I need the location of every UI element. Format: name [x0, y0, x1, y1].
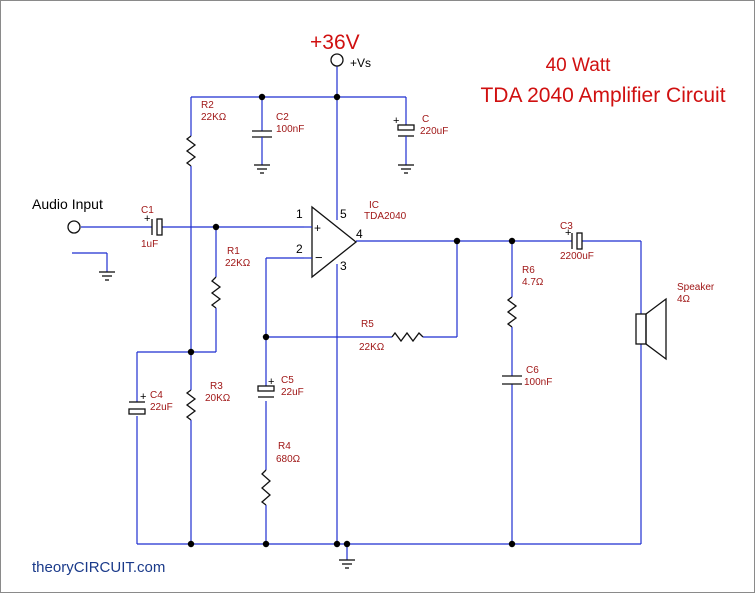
- r1-value-label: 22KΩ: [225, 258, 251, 269]
- supply-terminal: [330, 53, 344, 67]
- pin-1-label: 1: [296, 207, 303, 221]
- c4-ref-label: C4: [150, 390, 163, 401]
- speaker-icon: [635, 297, 667, 361]
- ground-symbol: [99, 271, 115, 281]
- brand-prefix: theory: [32, 559, 74, 576]
- resistor-r3: [185, 389, 197, 421]
- r5-ref-label: R5: [361, 319, 374, 330]
- r2-value-label: 22KΩ: [201, 112, 227, 123]
- c5-ref-label: C5: [281, 375, 294, 386]
- c4-value-label: 22uF: [150, 402, 173, 413]
- title-line-2: TDA 2040 Amplifier Circuit: [480, 84, 725, 107]
- capacitor-c3: +: [565, 227, 583, 250]
- r3-ref-label: R3: [210, 381, 223, 392]
- polarity-mark: +: [268, 376, 274, 388]
- audio-input-terminal: [67, 220, 81, 234]
- pin-2-label: 2: [296, 242, 303, 256]
- ic-ref-label: IC: [369, 200, 379, 211]
- capacitor-c4: +: [128, 391, 146, 415]
- brand-logo: theoryCIRCUIT.com: [32, 559, 165, 576]
- c2-ref-label: C2: [276, 112, 289, 123]
- capacitor-c2: [252, 130, 272, 165]
- noninverting-sign: +: [314, 221, 321, 235]
- supply-voltage-label: +36V: [310, 31, 360, 54]
- pin-3-label: 3: [340, 259, 347, 273]
- title-line-1: 40 Watt: [546, 55, 611, 76]
- inverting-sign: −: [315, 250, 323, 265]
- resistor-r5: [391, 331, 424, 343]
- c-value-label: 220uF: [420, 126, 448, 137]
- r4-ref-label: R4: [278, 441, 291, 452]
- opamp-tda2040: + −: [304, 205, 358, 279]
- c6-value-label: 100nF: [524, 377, 552, 388]
- pin-4-label: 4: [356, 227, 363, 241]
- c5-value-label: 22uF: [281, 387, 304, 398]
- c6-ref-label: C6: [526, 365, 539, 376]
- c1-value-label: 1uF: [141, 239, 158, 250]
- r1-ref-label: R1: [227, 246, 240, 257]
- junction-dots: [187, 93, 516, 548]
- c-ref-label: C: [422, 114, 429, 125]
- r6-value-label: 4.7Ω: [522, 277, 544, 288]
- resistor-r2: [185, 135, 197, 167]
- brand-suffix: .com: [133, 559, 166, 576]
- capacitor-c1: +: [144, 213, 163, 236]
- ground-symbol: [254, 164, 270, 174]
- polarity-mark: +: [144, 213, 150, 225]
- c1-ref-label: C1: [141, 205, 154, 216]
- c3-ref-label: C3: [560, 221, 573, 232]
- wires: [72, 66, 642, 560]
- ground-symbol: [398, 164, 414, 174]
- r4-value-label: 680Ω: [276, 454, 301, 465]
- capacitor-c6: [502, 375, 522, 385]
- polarity-mark: +: [393, 115, 399, 127]
- resistor-r6: [506, 296, 518, 328]
- polarity-mark: +: [140, 391, 146, 403]
- audio-input-label: Audio Input: [32, 196, 103, 212]
- c2-value-label: 100nF: [276, 124, 304, 135]
- r3-value-label: 20KΩ: [205, 393, 231, 404]
- r5-value-label: 22KΩ: [359, 342, 385, 353]
- c3-value-label: 2200uF: [560, 251, 594, 262]
- supply-rail-label: +Vs: [350, 56, 371, 70]
- polarity-mark: +: [565, 227, 571, 239]
- r2-ref-label: R2: [201, 100, 214, 111]
- capacitor-c: +: [393, 115, 415, 165]
- capacitor-c5: +: [257, 376, 275, 398]
- brand-main: CIRCUIT: [74, 559, 135, 576]
- pin-5-label: 5: [340, 207, 347, 221]
- ground-symbol: [339, 559, 355, 569]
- speaker-value-label: 4Ω: [677, 294, 691, 305]
- ic-part-label: TDA2040: [364, 211, 407, 222]
- r6-ref-label: R6: [522, 265, 535, 276]
- resistor-r4: [260, 469, 271, 506]
- speaker-ref-label: Speaker: [677, 282, 715, 293]
- resistor-r1: [210, 276, 222, 309]
